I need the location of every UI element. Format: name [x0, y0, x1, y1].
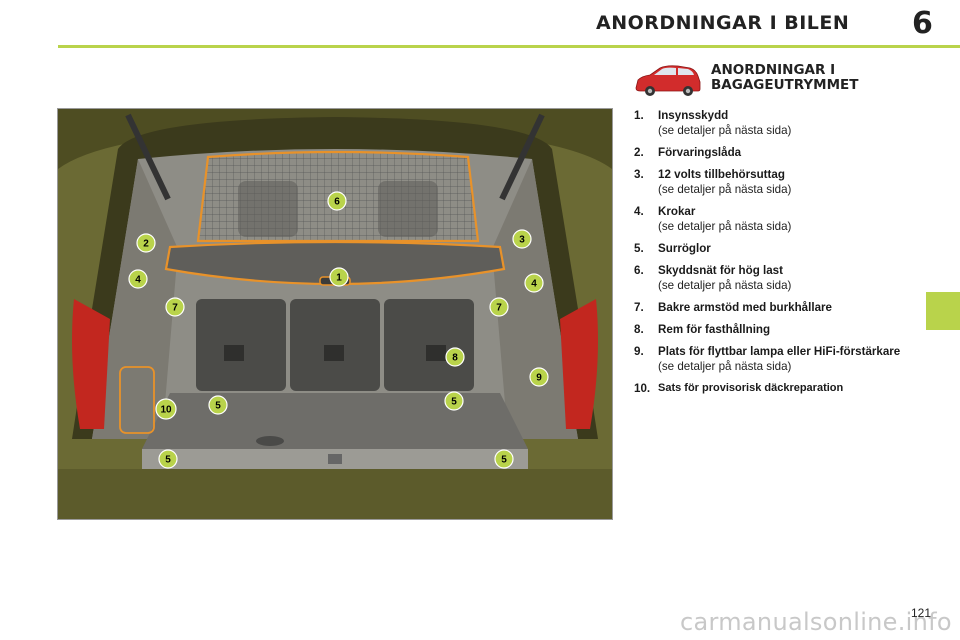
page-number: 121 — [911, 606, 932, 620]
svg-text:5: 5 — [215, 401, 221, 412]
page-header-title: ANORDNINGAR I BILEN — [596, 12, 850, 34]
legend-item-10: 10. Sats för provisorisk däckreparation — [634, 381, 914, 396]
callout-3: 3 — [512, 229, 532, 249]
callout-4-left: 4 — [128, 269, 148, 289]
callout-4-right: 4 — [524, 273, 544, 293]
legend-item-number: 10. — [634, 382, 651, 395]
section-title-line1: ANORDNINGAR I — [711, 62, 836, 78]
tail-light-right — [560, 299, 598, 429]
legend-item-detail: (se detaljer på nästa sida) — [658, 279, 792, 292]
legend-item-2: 2. Förvaringslåda — [634, 145, 914, 160]
legend-item-label: Plats för flyttbar lampa eller HiFi-förs… — [658, 345, 901, 358]
svg-text:2: 2 — [143, 239, 149, 250]
svg-text:3: 3 — [519, 235, 525, 246]
legend-item-number: 7. — [634, 301, 644, 314]
legend-item-4: 4. Krokar (se detaljer på nästa sida) — [634, 204, 914, 234]
svg-text:10: 10 — [160, 405, 172, 416]
legend-item-label: Surröglor — [658, 242, 711, 255]
callout-7-right: 7 — [489, 297, 509, 317]
legend-item-number: 1. — [634, 109, 644, 122]
header-rule — [58, 45, 960, 48]
svg-text:6: 6 — [334, 197, 340, 208]
repair-kit-outline — [119, 366, 155, 434]
svg-text:9: 9 — [536, 373, 542, 384]
svg-text:5: 5 — [451, 397, 457, 408]
callout-5-b: 5 — [444, 391, 464, 411]
section-title: ANORDNINGAR I BAGAGEUTRYMMET — [711, 63, 911, 93]
legend-item-detail: (se detaljer på nästa sida) — [658, 183, 792, 196]
callout-7-left: 7 — [165, 297, 185, 317]
callout-5-a: 5 — [208, 395, 228, 415]
legend-item-label: Skyddsnät för hög last — [658, 264, 783, 277]
svg-text:8: 8 — [452, 353, 458, 364]
watermark: carmanualsonline.info — [680, 608, 952, 636]
legend-item-number: 5. — [634, 242, 644, 255]
equipment-legend: 1. Insynsskydd (se detaljer på nästa sid… — [634, 108, 914, 403]
svg-text:7: 7 — [496, 303, 502, 314]
legend-item-6: 6. Skyddsnät för hög last (se detaljer p… — [634, 263, 914, 293]
callout-5-c: 5 — [158, 449, 178, 469]
legend-item-label: Förvaringslåda — [658, 146, 742, 159]
cargo-floor — [142, 393, 528, 449]
legend-item-3: 3. 12 volts tillbehörsuttag (se detaljer… — [634, 167, 914, 197]
legend-item-number: 8. — [634, 323, 644, 336]
svg-text:5: 5 — [165, 455, 171, 466]
legend-item-detail: (se detaljer på nästa sida) — [658, 360, 792, 373]
legend-item-detail: (se detaljer på nästa sida) — [658, 220, 792, 233]
legend-item-label: Bakre armstöd med burkhållare — [658, 301, 832, 314]
legend-item-label: Krokar — [658, 205, 696, 218]
tail-light-left — [72, 299, 110, 429]
callout-1: 1 — [329, 267, 349, 287]
svg-text:5: 5 — [501, 455, 507, 466]
chapter-side-tab[interactable] — [926, 292, 960, 330]
callout-5-d: 5 — [494, 449, 514, 469]
callout-10: 10 — [155, 398, 177, 420]
legend-item-5: 5. Surröglor — [634, 241, 914, 256]
callout-2: 2 — [136, 233, 156, 253]
callout-9: 9 — [529, 367, 549, 387]
luggage-cover — [164, 240, 506, 286]
legend-item-number: 4. — [634, 205, 644, 218]
legend-item-label: 12 volts tillbehörsuttag — [658, 168, 785, 181]
luggage-compartment-illustration: 1 2 3 4 4 5 5 5 5 6 7 7 8 9 10 — [58, 109, 612, 519]
legend-item-number: 6. — [634, 264, 644, 277]
legend-item-label: Sats för provisorisk däckreparation — [658, 382, 844, 394]
legend-item-detail: (se detaljer på nästa sida) — [658, 124, 792, 137]
legend-item-label: Rem för fasthållning — [658, 323, 771, 336]
svg-text:1: 1 — [336, 273, 342, 284]
section-title-line2: BAGAGEUTRYMMET — [711, 77, 859, 93]
legend-item-label: Insynsskydd — [658, 109, 729, 122]
legend-item-9: 9. Plats för flyttbar lampa eller HiFi-f… — [634, 344, 914, 374]
callout-8: 8 — [445, 347, 465, 367]
legend-item-1: 1. Insynsskydd (se detaljer på nästa sid… — [634, 108, 914, 138]
legend-item-number: 3. — [634, 168, 644, 181]
legend-item-7: 7. Bakre armstöd med burkhållare — [634, 300, 914, 315]
legend-item-8: 8. Rem för fasthållning — [634, 322, 914, 337]
legend-item-number: 2. — [634, 146, 644, 159]
legend-item-number: 9. — [634, 345, 644, 358]
svg-text:4: 4 — [531, 279, 537, 290]
car-icon — [635, 65, 701, 96]
callout-6: 6 — [327, 191, 347, 211]
svg-text:7: 7 — [172, 303, 178, 314]
chapter-number: 6 — [912, 6, 933, 41]
svg-text:4: 4 — [135, 275, 141, 286]
luggage-compartment-figure: 1 2 3 4 4 5 5 5 5 6 7 7 8 9 10 — [57, 108, 613, 520]
